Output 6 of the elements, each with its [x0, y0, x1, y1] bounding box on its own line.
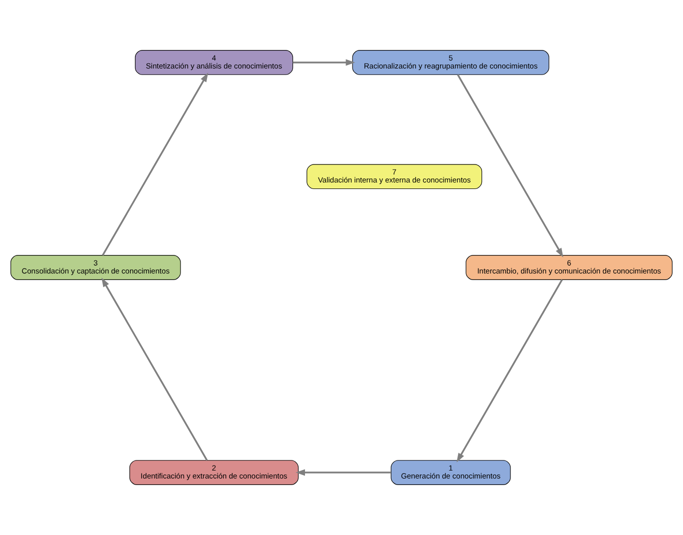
arrow [296, 469, 391, 476]
arrow [101, 278, 208, 461]
arrow [102, 72, 208, 256]
arrow [456, 279, 563, 462]
arrow [292, 59, 356, 66]
arrow [457, 74, 564, 258]
